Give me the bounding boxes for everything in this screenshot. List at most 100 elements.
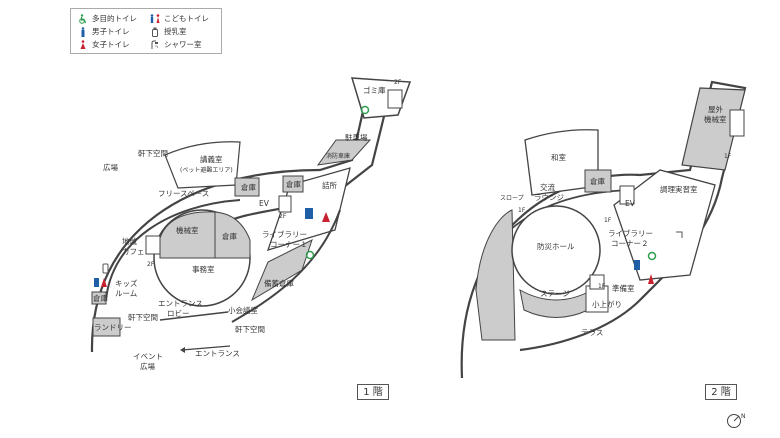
kids-toilet-icon bbox=[149, 13, 161, 24]
label-office-room: 事務室 bbox=[192, 264, 215, 274]
label-free-space: フリースペース bbox=[158, 189, 209, 198]
floor1-right-curve bbox=[231, 209, 341, 323]
label-stair-1f-c: 1F bbox=[604, 217, 612, 224]
lecture-room bbox=[164, 141, 241, 189]
kids-toilet-icon bbox=[101, 278, 107, 287]
label-plaza: 広場 bbox=[103, 162, 118, 172]
label-storage-c: 倉庫 bbox=[222, 231, 237, 241]
label-stair-2f-b: 2F bbox=[147, 261, 155, 268]
storage-room-d bbox=[91, 291, 107, 305]
label-library-1b: コーナー１ bbox=[270, 240, 308, 249]
entrance-wall bbox=[159, 311, 229, 321]
fire-garage bbox=[316, 139, 372, 166]
women-icon bbox=[648, 274, 654, 284]
label-storage-2f: 倉庫 bbox=[590, 176, 605, 186]
legend-label-women: 女子トイレ bbox=[92, 40, 130, 49]
toilet-icons-1f bbox=[94, 105, 370, 287]
label-laundry: ランドリー bbox=[94, 323, 132, 332]
label-slope: スロープ bbox=[500, 195, 524, 202]
legend-label-men: 男子トイレ bbox=[92, 27, 130, 36]
wheelchair-icon bbox=[305, 250, 315, 260]
stair-2f-b bbox=[729, 109, 745, 137]
label-outdoor-machine: 屋外 bbox=[708, 104, 723, 114]
shower-icon bbox=[676, 231, 683, 238]
label-entrance: エントランス bbox=[195, 349, 240, 358]
label-lecture-room-sub: (ペット避難エリア) bbox=[180, 166, 233, 174]
label-terrace: テラス bbox=[581, 328, 603, 337]
label-event-plaza-b: 広場 bbox=[140, 361, 155, 371]
label-stair-2f-c: 2F bbox=[279, 213, 287, 220]
label-library-1: ライブラリー bbox=[262, 229, 307, 239]
label-eaves-2: 軒下空間 bbox=[128, 312, 158, 322]
label-exchange-lounge-b: ラウンジ bbox=[534, 193, 564, 202]
label-small-up: 小上がり bbox=[592, 299, 622, 309]
legend-item-women: 女子トイレ bbox=[77, 39, 130, 50]
label-stair-2f-a: 2F bbox=[394, 79, 402, 86]
label-fire-garage: 消防車庫 bbox=[326, 152, 350, 160]
label-disaster-hall: 防災ホール bbox=[537, 241, 575, 251]
label-stair-1f-b: 1F bbox=[518, 207, 526, 214]
label-japanese-room: 和室 bbox=[551, 152, 566, 162]
floor1-plan: ゴミ庫 駐車場 消防車庫 詰所 軒下空間 広場 講義室 (ペット避難エリア) フ… bbox=[90, 77, 412, 371]
label-parking: 駐車場 bbox=[345, 132, 368, 142]
wheelchair-icon bbox=[647, 251, 657, 261]
laundry-room bbox=[92, 317, 121, 337]
label-storage-d: 倉庫 bbox=[93, 293, 108, 303]
label-kids-room-b: ルーム bbox=[115, 289, 137, 298]
label-ev-2f: EV bbox=[625, 199, 636, 208]
label-kids-room: キッズ bbox=[115, 278, 138, 288]
legend-label-shower: シャワー室 bbox=[164, 40, 202, 49]
label-event-plaza: イベント bbox=[133, 352, 163, 361]
entrance-approach bbox=[181, 345, 231, 351]
men-icon bbox=[634, 260, 640, 270]
stair-2f-a bbox=[619, 185, 635, 205]
label-small-meeting: 小会議室 bbox=[228, 305, 258, 315]
legend-item-nursing: 授乳室 bbox=[149, 26, 187, 37]
men-icon bbox=[77, 26, 89, 37]
legend-item-kids: こどもトイレ bbox=[149, 13, 209, 24]
stair-1f-a bbox=[145, 235, 161, 255]
floor1-inner-wall bbox=[105, 199, 241, 301]
label-prep-room: 準備室 bbox=[612, 283, 635, 293]
label-storage-a: 倉庫 bbox=[241, 182, 256, 192]
shower-icon bbox=[149, 40, 161, 50]
label-library-2b: コーナー２ bbox=[611, 239, 649, 248]
wheelchair-icon bbox=[77, 13, 89, 24]
storage-room-b bbox=[282, 175, 304, 193]
storage-room-c bbox=[214, 211, 251, 259]
legend-label-nursing: 授乳室 bbox=[164, 27, 187, 36]
map-legend: 多目的トイレ こどもトイレ 男子トイレ 授乳室 女子トイレ シャワー室 bbox=[70, 8, 222, 54]
storage-room-a bbox=[234, 177, 260, 197]
label-community-cafe: 地域 bbox=[122, 236, 137, 246]
compass-north-label: N bbox=[741, 413, 746, 420]
label-eaves-3: 軒下空間 bbox=[235, 324, 265, 334]
label-stair-1f-d: 1F bbox=[598, 283, 606, 290]
kids-toilet-icon bbox=[94, 278, 99, 287]
legend-item-multipurpose: 多目的トイレ bbox=[77, 13, 137, 24]
north-compass-icon bbox=[727, 414, 741, 428]
floor2-tag: 2 階 bbox=[705, 384, 737, 400]
label-lecture-room: 講義室 bbox=[200, 154, 223, 164]
label-ev-1f: EV bbox=[259, 199, 270, 208]
baby-bottle-icon bbox=[102, 263, 109, 274]
label-stair-1f-a: 1F bbox=[724, 153, 732, 160]
baby-bottle-icon bbox=[149, 27, 161, 37]
stockpile-warehouse bbox=[250, 239, 313, 302]
floor1-outer-wall bbox=[90, 78, 394, 353]
label-storage-b: 倉庫 bbox=[286, 179, 301, 189]
legend-label-multipurpose: 多目的トイレ bbox=[92, 14, 137, 23]
legend-item-men: 男子トイレ bbox=[77, 26, 130, 37]
floor2-plan: 屋外 機械室 和室 倉庫 交流 ラウンジ スロープ 調理実習室 EV 防災ホール… bbox=[460, 80, 747, 379]
japanese-room bbox=[524, 129, 599, 196]
label-machine-room: 機械室 bbox=[176, 225, 199, 235]
label-entrance-lobby-b: ロビー bbox=[167, 309, 190, 318]
women-icon bbox=[77, 39, 89, 50]
storage-room-2f bbox=[584, 169, 612, 193]
label-cooking-room: 調理実習室 bbox=[660, 184, 698, 194]
floor1-tag: 1 階 bbox=[357, 384, 389, 400]
toilet-icons-2f bbox=[634, 231, 683, 284]
label-community-cafe-b: カフェ bbox=[122, 247, 145, 256]
floor2-void-left bbox=[475, 209, 516, 341]
legend-item-shower: シャワー室 bbox=[149, 39, 202, 50]
